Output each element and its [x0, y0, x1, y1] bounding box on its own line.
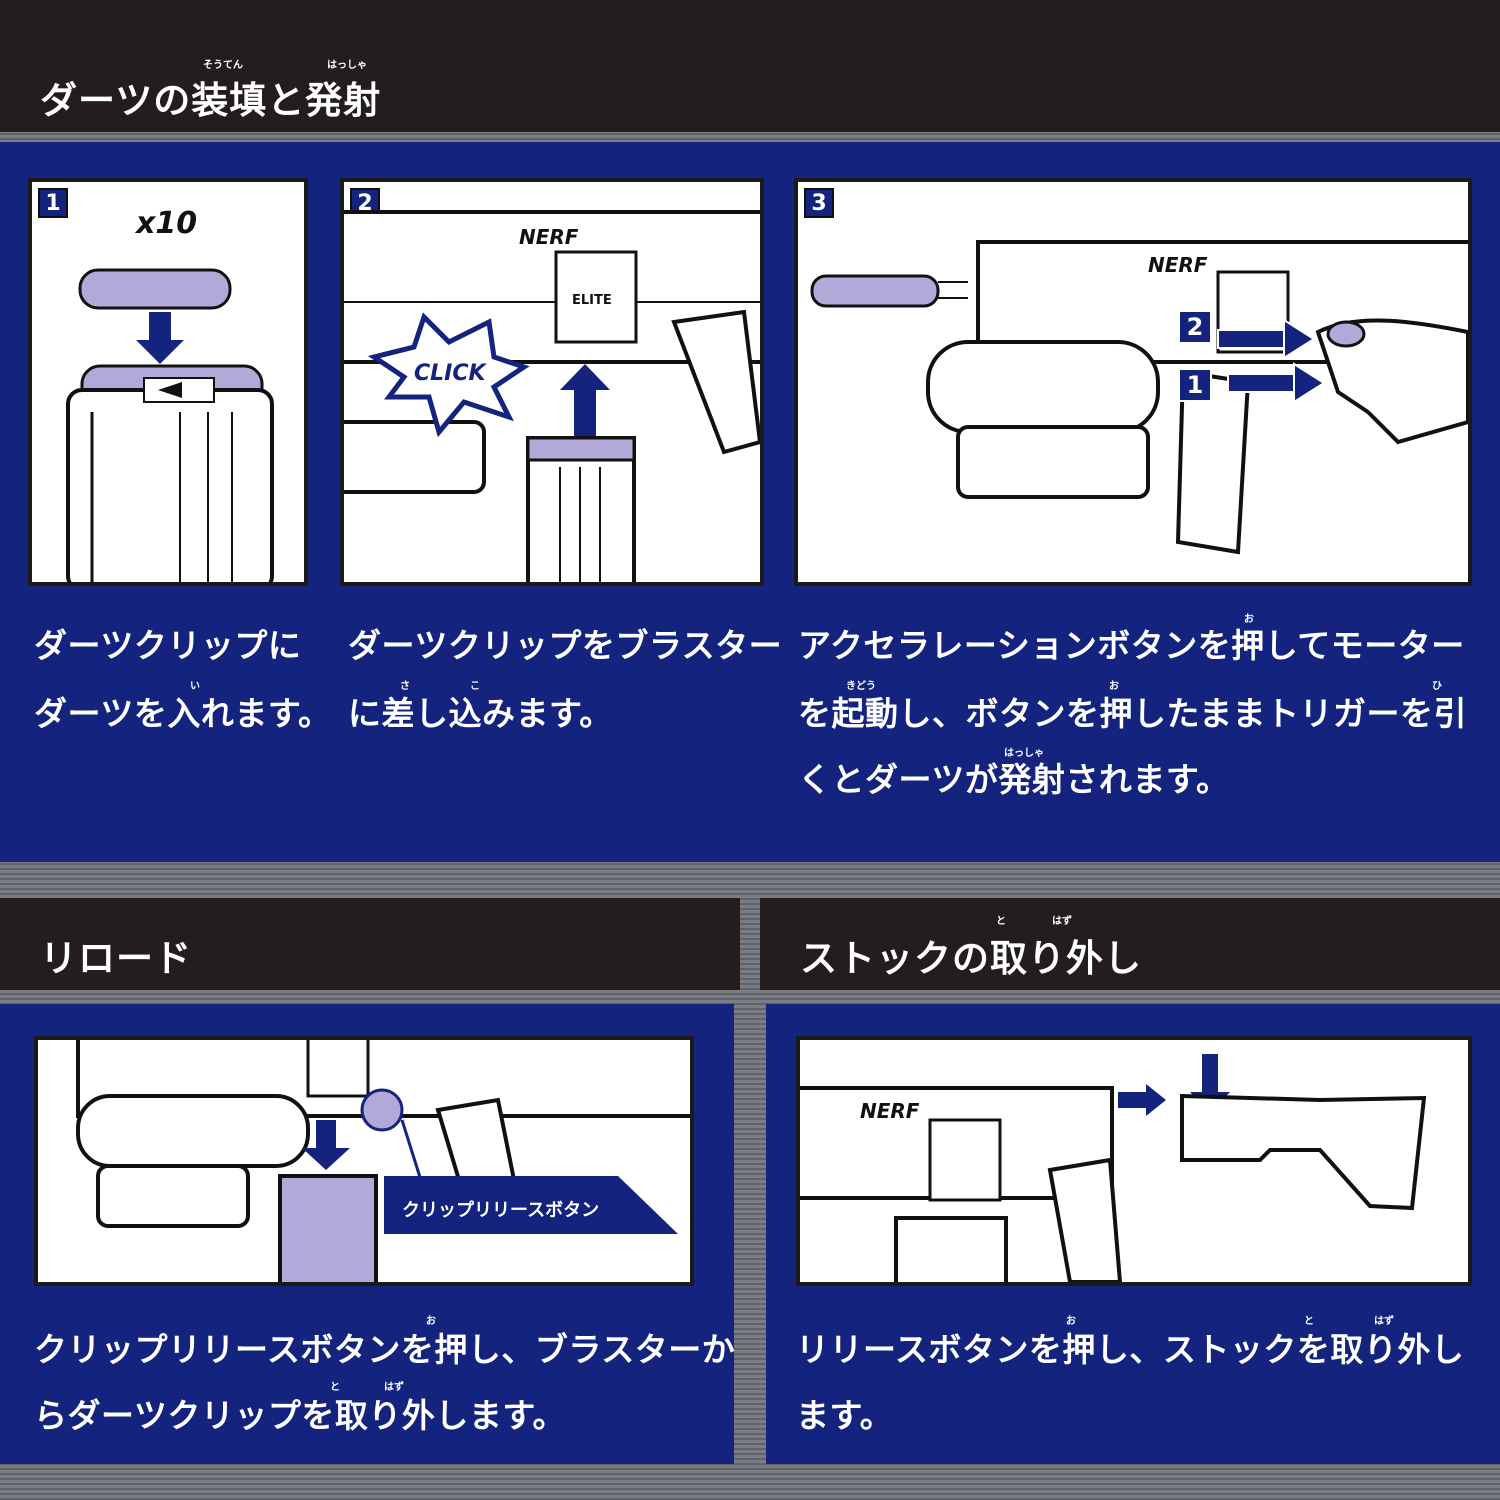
stock-illustration: NERF: [796, 1036, 1472, 1286]
blaster-fire-drawing: NERF: [810, 240, 1468, 555]
clip-stock: [894, 1216, 1008, 1282]
step2-illustration: 2 NERF ELITE CLICK: [340, 178, 764, 586]
step2-ruby-2: こ: [470, 681, 480, 692]
elite-badge-reload: [306, 1040, 370, 1098]
step3-number: 3: [804, 188, 834, 218]
reload-drawing: [76, 1040, 690, 1282]
drum-reload: [76, 1094, 310, 1168]
down-arrow-shaft: [149, 312, 171, 342]
stock-ruby-2: と: [1304, 1316, 1314, 1327]
foregrip-3: [956, 425, 1150, 499]
dart-clip-drawing: [66, 268, 274, 582]
stock-line-2: ます。: [796, 1396, 894, 1435]
dart-icon: [78, 268, 232, 310]
step3-line-2: を起動し、ボタンを押したままトリガーを引: [798, 694, 1468, 733]
step3-ruby-3: お: [1109, 681, 1119, 692]
click-label: CLICK: [414, 361, 487, 386]
stock-title-ruby-1: と: [996, 916, 1006, 927]
release-button-highlight: [360, 1088, 404, 1132]
section-title-loading: ダーツの装填と発射: [40, 79, 382, 122]
step3-ruby-2: きどう: [846, 681, 876, 692]
nerf-logo: NERF: [519, 225, 579, 249]
click-burst: [367, 312, 530, 438]
reload-line-1: クリップリリースボタンを押し、ブラスターか: [34, 1330, 736, 1369]
arrow-1-shaft: [1227, 373, 1299, 393]
dart-count-label: x10: [136, 206, 198, 241]
step1-ruby: い: [190, 681, 200, 692]
arrow-2-shaft: [1217, 329, 1289, 349]
step1-line-1: ダーツクリップに: [34, 626, 302, 665]
title-ruby-2: はっしゃ: [327, 60, 367, 71]
stock-line-1: リリースボタンを押し、ストックを取り外し: [796, 1330, 1465, 1369]
step3-line-3: くとダーツが発射されます。: [798, 760, 1230, 799]
up-arrow-shaft: [574, 387, 596, 437]
acceleration-button: [1326, 320, 1366, 348]
elite-badge-stock: [928, 1118, 1002, 1202]
step2-line-1: ダーツクリップをブラスター: [348, 626, 783, 665]
nerf-logo-3: NERF: [1148, 253, 1208, 277]
foregrip-reload: [96, 1164, 250, 1228]
header-band-reload: [0, 898, 740, 990]
arrow-1-head: [1293, 362, 1326, 404]
drum-body: [926, 340, 1160, 434]
right-arrow-head: [1146, 1084, 1166, 1116]
step2-ruby-1: さ: [400, 681, 410, 692]
elite-badge: [554, 250, 638, 344]
detached-stock: [1180, 1093, 1427, 1211]
title-ruby-1: そうてん: [203, 60, 243, 71]
stock-drawing: NERF: [800, 1054, 1427, 1282]
step3-marker-1: 1: [1178, 368, 1212, 402]
step1-line-2: ダーツを入れます。: [34, 694, 332, 733]
callout-box: [384, 1176, 678, 1234]
step1-illustration: 1 x10: [28, 178, 308, 586]
elite-logo: ELITE: [572, 293, 612, 308]
step3-ruby-1: お: [1244, 614, 1254, 625]
curved-clip: [1175, 369, 1251, 555]
nerf-logo-stock: NERF: [860, 1099, 920, 1123]
section-title-reload: リロード: [40, 937, 192, 980]
section-title-stock: ストックの取り外し: [800, 937, 1142, 980]
fired-dart: [810, 274, 940, 308]
right-arrow-shaft: [1118, 1092, 1148, 1108]
stock-title-ruby-2: はず: [1052, 916, 1072, 927]
blaster-insert-drawing: NERF ELITE CLICK: [344, 210, 760, 582]
arrow-2-head: [1283, 318, 1316, 360]
step3-ruby-4: ひ: [1432, 681, 1442, 692]
stock-ruby-1: お: [1066, 1316, 1076, 1327]
step3-marker-2: 2: [1178, 310, 1212, 344]
clip-body: [66, 388, 274, 582]
reload-ruby-1: お: [426, 1316, 436, 1327]
clip-release-callout: クリップリリースボタン: [402, 1200, 600, 1221]
up-arrow-head: [560, 364, 610, 390]
reload-illustration: クリップリリースボタン: [34, 1036, 694, 1286]
header-band-stock: [760, 898, 1500, 990]
down-arrow-shaft-reload: [316, 1120, 336, 1150]
removed-clip: [278, 1174, 378, 1282]
step2-line-2: に差し込みます。: [348, 694, 613, 733]
down-arrow-head: [136, 340, 184, 364]
header-band-loading: [0, 0, 1500, 132]
step3-ruby-5: はっしゃ: [1004, 748, 1044, 759]
reload-line-2: らダーツクリップを取り外します。: [34, 1396, 567, 1435]
foregrip: [344, 420, 486, 494]
down-arrow-shaft-stock: [1202, 1054, 1218, 1094]
step3-line-1: アクセラレーションボタンを押してモーター: [798, 626, 1465, 665]
reload-ruby-3: はず: [384, 1382, 404, 1393]
down-arrow-head-reload: [302, 1148, 350, 1170]
blaster-grip: [671, 309, 760, 455]
grip-stock: [1047, 1157, 1123, 1282]
stock-ruby-3: はず: [1374, 1316, 1394, 1327]
step1-number: 1: [38, 188, 68, 218]
reload-ruby-2: と: [330, 1382, 340, 1393]
step3-illustration: 3 NERF 2 1: [794, 178, 1472, 586]
